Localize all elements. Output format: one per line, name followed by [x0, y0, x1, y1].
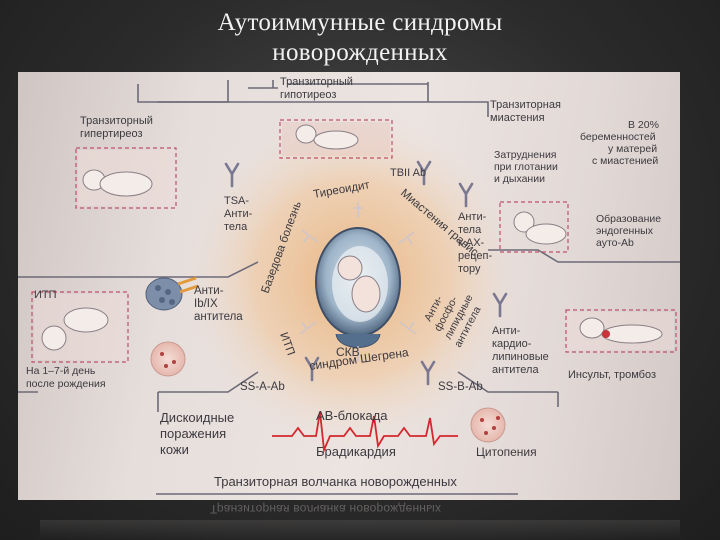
- label-achr-4: рецеп-: [458, 250, 492, 262]
- label-endo-1: Образование: [596, 213, 661, 225]
- stroke-baby-box: [565, 309, 677, 353]
- connector-lines: [18, 80, 680, 412]
- ecg-trace: [272, 411, 458, 454]
- label-achr-1: Анти-: [458, 211, 487, 223]
- label-myasthenia-2: миастения: [490, 112, 545, 124]
- label-cardiolipin-1: Анти-: [492, 325, 521, 337]
- label-ssa: SS-A-Ab: [240, 381, 285, 393]
- textbook-diagram-photo: Транзиторный гипотиреоз Транзиторный гип…: [18, 72, 680, 500]
- label-cardiolipin-4: антитела: [492, 364, 539, 376]
- label-stroke: Инсульт, тромбоз: [568, 369, 656, 381]
- label-endo-3: ауто-Ab: [596, 237, 634, 249]
- platelet-cluster-icon: [145, 276, 199, 311]
- label-endo-2: эндогенных: [596, 225, 654, 237]
- label-tsa-2: Анти-: [224, 208, 253, 220]
- label-tbii: TBII Ab: [390, 167, 426, 179]
- label-av-block: АВ-блокада: [316, 408, 388, 423]
- title-line-1: Аутоиммунные синдромы: [217, 9, 503, 36]
- baby-illustrations: [41, 124, 663, 351]
- label-hypothyroid-1: Транзиторный: [280, 76, 353, 88]
- label-pct-3: у матерей: [608, 143, 657, 155]
- label-pct-4: с миастенией: [592, 155, 658, 167]
- label-gp-2: Ib/IX: [194, 298, 218, 310]
- label-cardiolipin-2: кардио-: [492, 338, 532, 350]
- label-swallow-3: и дыхании: [494, 173, 545, 185]
- reflection-band: [40, 520, 680, 540]
- myasthenia-baby-box: [499, 201, 569, 253]
- label-ssb: SS-B-Ab: [438, 381, 483, 393]
- womb-illustration: [315, 227, 401, 348]
- label-pct-2: беременностей: [580, 131, 656, 143]
- label-skin-2: поражения: [160, 426, 226, 441]
- hypothyroid-baby-box: [279, 119, 393, 159]
- hyperthyroid-baby-box: [75, 147, 177, 209]
- itp-baby-box: [31, 291, 129, 363]
- label-hyperthyroid-1: Транзиторный: [80, 115, 153, 127]
- label-hyperthyroid-2: гипертиреоз: [80, 128, 143, 140]
- label-cardiolipin-3: липиновые: [492, 351, 549, 363]
- label-achr-3: к АХ-: [458, 237, 485, 249]
- diagram-svg: Транзиторный гипотиреоз Транзиторный гип…: [18, 76, 680, 495]
- antibody-icons: [224, 160, 508, 386]
- label-tsa-3: тела: [224, 221, 248, 233]
- label-swallow-1: Затруднения: [494, 149, 557, 161]
- stroke-mark: [602, 330, 610, 338]
- label-skin-3: кожи: [160, 442, 189, 457]
- label-itp-outcome: ИТП: [34, 289, 57, 301]
- label-bradycardia: Брадикардия: [316, 444, 396, 459]
- blood-cell-icons: [150, 341, 506, 443]
- photo-reflection: Транзиторная волчанка новорожденных: [40, 502, 680, 540]
- label-swallow-2: при глотании: [494, 161, 558, 173]
- label-cytopenia: Цитопения: [476, 445, 537, 459]
- label-tsa-1: TSA-: [224, 195, 249, 207]
- label-days-2: после рождения: [26, 378, 106, 390]
- label-skin-1: Дискоидные: [160, 410, 234, 425]
- label-gp-1: Анти-: [194, 285, 224, 297]
- reflection-text: Транзиторная волчанка новорожденных: [210, 502, 442, 516]
- label-days-1: На 1–7-й день: [26, 365, 96, 377]
- slide-title: Аутоиммунные синдромы новорожденных: [0, 8, 720, 68]
- label-myasthenia-1: Транзиторная: [490, 99, 561, 111]
- title-line-2: новорожденных: [272, 39, 448, 66]
- label-hypothyroid-2: гипотиреоз: [280, 89, 336, 101]
- label-achr-5: тору: [458, 263, 481, 275]
- label-pct-1: В 20%: [628, 119, 659, 131]
- label-sle-1: СКВ,: [336, 345, 363, 359]
- womb-branches: [299, 202, 417, 362]
- label-achr-2: тела: [458, 224, 482, 236]
- label-bottom: Транзиторная волчанка новорожденных: [214, 474, 457, 489]
- label-gp-3: антитела: [194, 311, 243, 323]
